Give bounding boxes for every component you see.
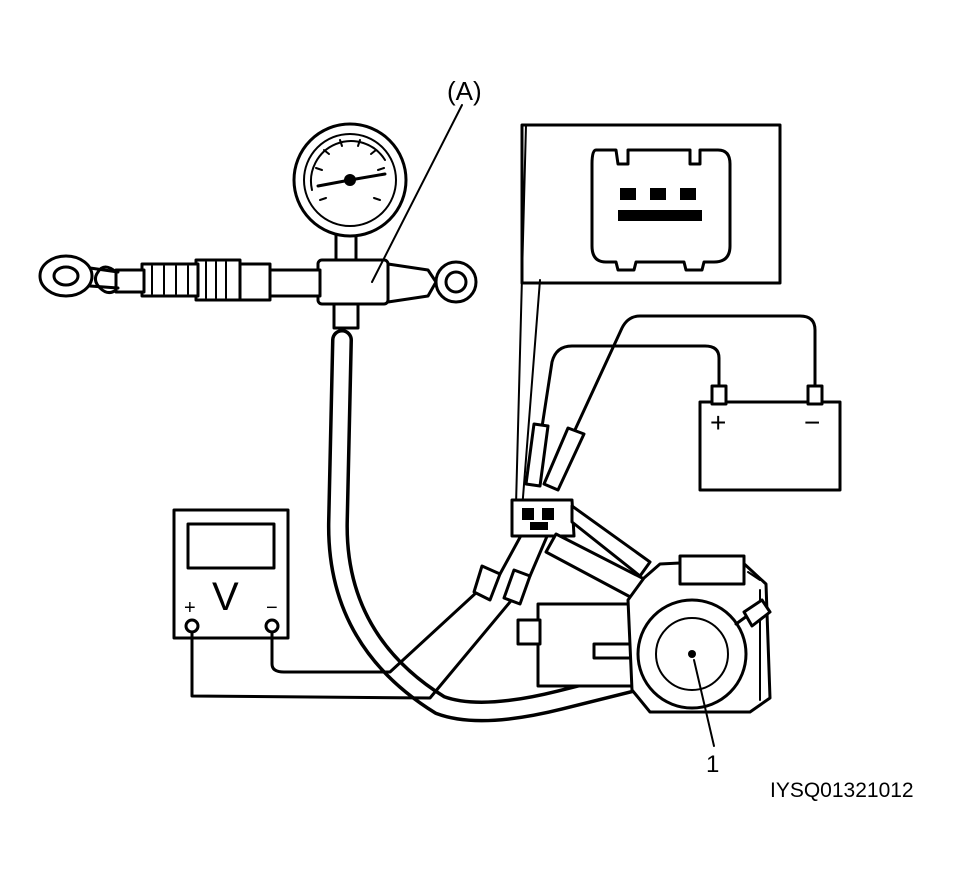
callout-a-label: (A)	[447, 76, 482, 106]
voltmeter-negative-jack	[264, 618, 280, 634]
battery-leads	[524, 314, 817, 492]
fuel-pressure-gauge	[38, 122, 478, 330]
voltmeter-plus-sign: +	[184, 597, 196, 619]
connector-terminal	[620, 188, 636, 200]
pump-harness-connector	[510, 498, 652, 602]
voltmeter-minus-sign: −	[266, 597, 278, 619]
battery-positive-terminal	[710, 384, 728, 406]
battery-minus-sign: −	[804, 407, 820, 438]
battery: + −	[698, 384, 842, 492]
battery-plus-sign: +	[710, 407, 726, 438]
connector-terminal	[618, 210, 702, 221]
battery-negative-terminal	[806, 384, 824, 406]
callout-a: (A)	[371, 76, 482, 283]
connector-terminal	[680, 188, 696, 200]
connector-terminal	[650, 188, 666, 200]
voltmeter-positive-jack	[184, 618, 200, 634]
voltmeter-v-symbol: V	[212, 575, 239, 619]
voltmeter-leads	[190, 528, 550, 700]
callout-1-label: 1	[706, 751, 719, 778]
connector-detail-inset	[520, 123, 782, 285]
fuel-pump	[516, 554, 772, 714]
figure-code: IYSQ01321012	[770, 779, 914, 802]
voltmeter: V + −	[172, 508, 290, 640]
callout-1: 1	[693, 659, 719, 778]
